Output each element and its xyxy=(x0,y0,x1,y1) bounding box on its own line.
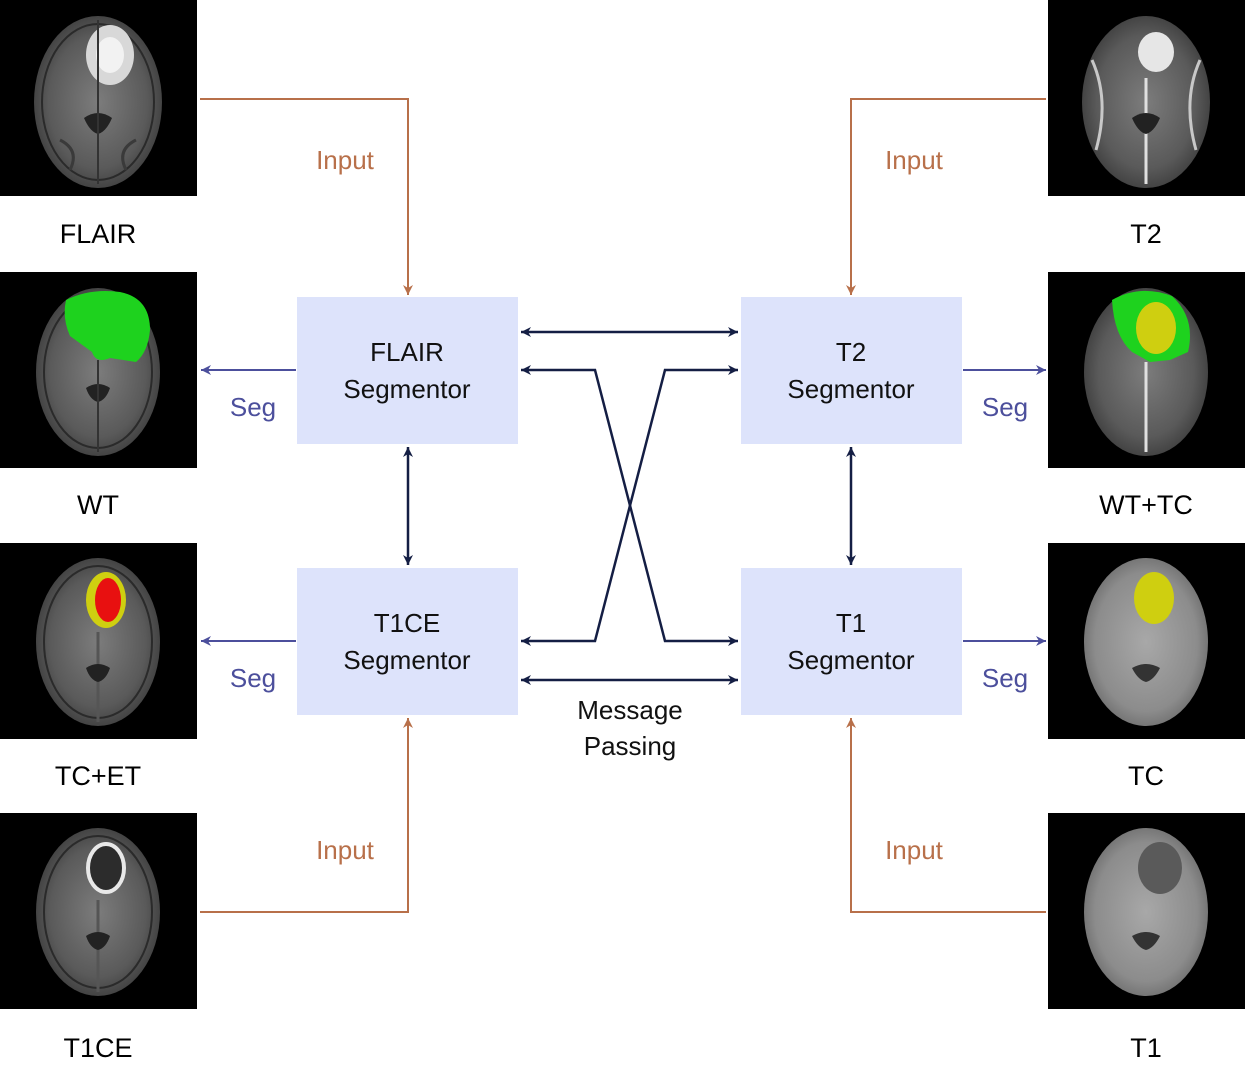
wt-image-label: WT xyxy=(77,490,119,520)
t2-image-label: T2 xyxy=(1130,219,1162,249)
t1-segmentor-title: T1 xyxy=(836,608,866,638)
t1-scan-image xyxy=(1048,813,1245,1009)
t1-segmentor-subtitle: Segmentor xyxy=(787,645,915,675)
t1-image-label: T1 xyxy=(1130,1033,1162,1063)
tc-segmentation-image xyxy=(1048,543,1245,739)
tcet-segmentation-image xyxy=(0,543,197,739)
t1-input-label: Input xyxy=(885,835,944,865)
tc-mask-region xyxy=(1136,302,1176,354)
tc-image-label: TC xyxy=(1128,761,1164,791)
t2-input-arrow xyxy=(846,98,1046,295)
tc-mask-region xyxy=(1134,572,1174,624)
flair-input-label: Input xyxy=(316,145,375,175)
flair-segmentor-box: FLAIR Segmentor xyxy=(297,297,518,444)
t1-seg-label: Seg xyxy=(982,663,1028,693)
et-mask-region xyxy=(95,578,121,622)
t1ce-segmentor-title: T1CE xyxy=(374,608,440,638)
t1ce-input-arrow xyxy=(200,718,413,913)
t1ce-image-label: T1CE xyxy=(63,1033,132,1063)
t2-t1ce-message-arrow xyxy=(521,365,738,646)
wt-segmentation-image xyxy=(0,272,197,468)
t1ce-segmentor-box: T1CE Segmentor xyxy=(297,568,518,715)
wttc-segmentation-image xyxy=(1048,272,1245,468)
t1-segmentor-box: T1 Segmentor xyxy=(741,568,962,715)
t1ce-input-label: Input xyxy=(316,835,375,865)
message-passing-label-line1: Message xyxy=(577,695,683,725)
t2-seg-label: Seg xyxy=(982,392,1028,422)
flair-image-label: FLAIR xyxy=(60,219,137,249)
flair-seg-label: Seg xyxy=(230,392,276,422)
wttc-image-label: WT+TC xyxy=(1099,490,1193,520)
t2-scan-image xyxy=(1048,0,1245,196)
t2-segmentor-title: T2 xyxy=(836,337,866,367)
t1-input-arrow xyxy=(846,718,1046,913)
t1ce-seg-label: Seg xyxy=(230,663,276,693)
flair-scan-image xyxy=(0,0,197,196)
t1ce-scan-image xyxy=(0,813,197,1009)
t2-input-label: Input xyxy=(885,145,944,175)
tcet-image-label: TC+ET xyxy=(55,761,141,791)
t1ce-segmentor-subtitle: Segmentor xyxy=(343,645,471,675)
flair-input-arrow xyxy=(200,98,413,295)
message-passing-label-line2: Passing xyxy=(584,731,677,761)
wt-mask-region xyxy=(64,291,150,362)
t2-segmentor-subtitle: Segmentor xyxy=(787,374,915,404)
flair-segmentor-title: FLAIR xyxy=(370,337,444,367)
t2-segmentor-box: T2 Segmentor xyxy=(741,297,962,444)
flair-segmentor-subtitle: Segmentor xyxy=(343,374,471,404)
